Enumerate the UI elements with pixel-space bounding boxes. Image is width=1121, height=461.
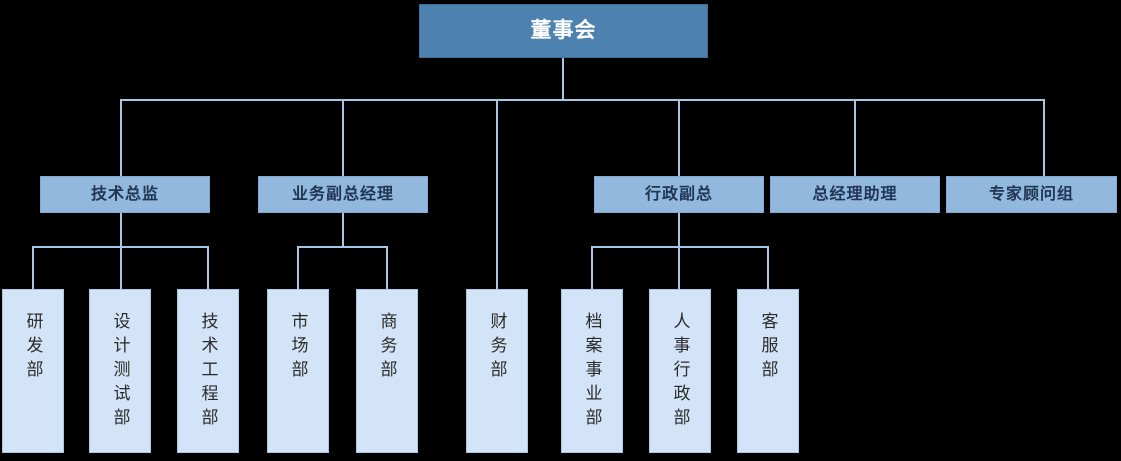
node-label: 总经理助理 xyxy=(812,185,898,203)
connector-drop-rd-dept xyxy=(32,246,34,289)
node-label: 设计测试部 xyxy=(110,312,130,432)
node-label: 技术总监 xyxy=(90,185,159,203)
node-rd-dept[interactable]: 研发部 xyxy=(2,289,64,453)
node-label: 人事行政部 xyxy=(670,312,690,432)
connector-drop-marketing-dept xyxy=(297,246,299,289)
connector-drop-hr-admin-dept xyxy=(678,246,680,289)
node-label: 档案事业部 xyxy=(582,312,602,432)
node-label: 研发部 xyxy=(23,312,43,384)
connector-drop-tech-eng-dept xyxy=(207,246,209,289)
connector-drop-design-test-dept xyxy=(120,246,122,289)
connector-stem-business-vp xyxy=(342,212,344,247)
node-tech-director[interactable]: 技术总监 xyxy=(40,176,210,213)
node-label: 专家顾问组 xyxy=(988,185,1074,203)
node-expert-advisory[interactable]: 专家顾问组 xyxy=(946,176,1117,213)
connector-drop-business-vp xyxy=(342,99,344,176)
connector-stem-admin-vp xyxy=(678,212,680,247)
connector-drop-archives-div xyxy=(591,246,593,289)
connector-drop-tech-director xyxy=(120,99,122,176)
connector-bus-business-vp xyxy=(297,246,388,248)
node-hr-admin-dept[interactable]: 人事行政部 xyxy=(649,289,711,453)
node-customer-service[interactable]: 客服部 xyxy=(737,289,799,453)
connector-top-bus xyxy=(120,99,1045,101)
node-gm-assistant[interactable]: 总经理助理 xyxy=(770,176,940,213)
node-label: 业务副总经理 xyxy=(291,185,394,203)
connector-drop-expert-advisory xyxy=(1043,99,1045,176)
node-admin-vp[interactable]: 行政副总 xyxy=(594,176,764,213)
node-label: 市场部 xyxy=(288,312,308,384)
node-board-of-directors[interactable]: 董事会 xyxy=(419,4,708,58)
connector-root-stem xyxy=(562,58,564,100)
node-archives-div[interactable]: 档案事业部 xyxy=(561,289,623,453)
connector-drop-admin-vp xyxy=(678,99,680,176)
node-label: 行政副总 xyxy=(644,185,713,203)
connector-drop-gm-assistant xyxy=(854,99,856,176)
node-label: 客服部 xyxy=(758,312,778,384)
node-finance-dept[interactable]: 财务部 xyxy=(466,289,528,453)
node-label: 商务部 xyxy=(377,312,397,384)
node-label: 技术工程部 xyxy=(198,312,218,432)
node-tech-eng-dept[interactable]: 技术工程部 xyxy=(177,289,239,453)
node-label: 董事会 xyxy=(530,19,597,43)
connector-bus-admin-vp xyxy=(591,246,769,248)
node-business-vp[interactable]: 业务副总经理 xyxy=(258,176,428,213)
node-commerce-dept[interactable]: 商务部 xyxy=(356,289,418,453)
connector-drop-finance-dept xyxy=(496,99,498,289)
connector-stem-tech-director xyxy=(120,212,122,247)
connector-drop-customer-service xyxy=(767,246,769,289)
node-label: 财务部 xyxy=(487,312,507,384)
connector-drop-commerce-dept xyxy=(386,246,388,289)
node-marketing-dept[interactable]: 市场部 xyxy=(267,289,329,453)
node-design-test-dept[interactable]: 设计测试部 xyxy=(89,289,151,453)
